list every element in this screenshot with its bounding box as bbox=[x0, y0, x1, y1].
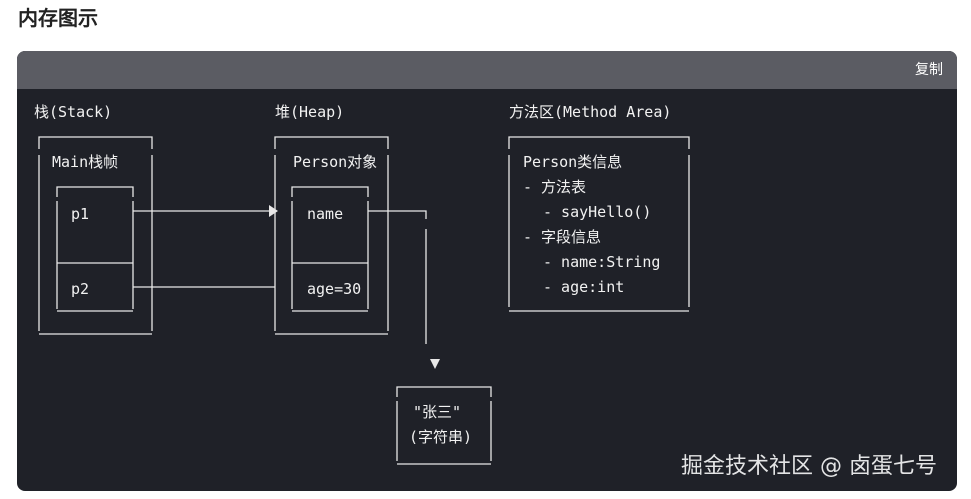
stack-var-p1: p1 bbox=[71, 205, 89, 223]
arrow-head-right-icon bbox=[269, 205, 278, 217]
stack-var-p2: p2 bbox=[71, 280, 89, 298]
code-block-header: 复制 bbox=[17, 51, 957, 89]
heap-box-top bbox=[274, 136, 389, 149]
person-object-label: Person对象 bbox=[293, 153, 377, 171]
heap-field-box-top bbox=[291, 186, 369, 197]
memory-diagram: 栈(Stack) 堆(Heap) 方法区(Method Area) Main栈帧… bbox=[17, 89, 957, 491]
methods-table-label: - 方法表 bbox=[523, 178, 586, 196]
name-reference-line-top bbox=[368, 210, 427, 219]
page-title: 内存图示 bbox=[18, 6, 98, 30]
class-info-label: Person类信息 bbox=[523, 153, 622, 171]
arrow-head-down-icon bbox=[430, 359, 440, 369]
memory-diagram-svg: 栈(Stack) 堆(Heap) 方法区(Method Area) Main栈帧… bbox=[34, 103, 690, 465]
stack-label: 栈(Stack) bbox=[34, 103, 112, 121]
field-name-type-label: - name:String bbox=[543, 253, 660, 271]
string-box-top bbox=[396, 386, 492, 397]
heap-field-age: age=30 bbox=[307, 280, 361, 298]
stack-slot-box-top bbox=[56, 186, 134, 197]
copy-button[interactable]: 复制 bbox=[915, 62, 943, 78]
field-age-type-label: - age:int bbox=[543, 278, 624, 296]
method-area-box-top bbox=[508, 136, 690, 149]
code-block: 复制 bbox=[17, 51, 957, 491]
method-area-label: 方法区(Method Area) bbox=[509, 103, 671, 121]
method-sayhello-label: - sayHello() bbox=[543, 203, 651, 221]
main-frame-label: Main栈帧 bbox=[52, 153, 118, 171]
string-value: "张三" bbox=[413, 403, 461, 421]
heap-label: 堆(Heap) bbox=[275, 103, 344, 121]
watermark: 掘金技术社区 @ 卤蛋七号 bbox=[681, 454, 937, 479]
string-type-label: (字符串) bbox=[409, 428, 472, 446]
fields-info-label: - 字段信息 bbox=[523, 228, 601, 246]
heap-field-name: name bbox=[307, 205, 343, 223]
stack-box-top bbox=[38, 136, 153, 149]
